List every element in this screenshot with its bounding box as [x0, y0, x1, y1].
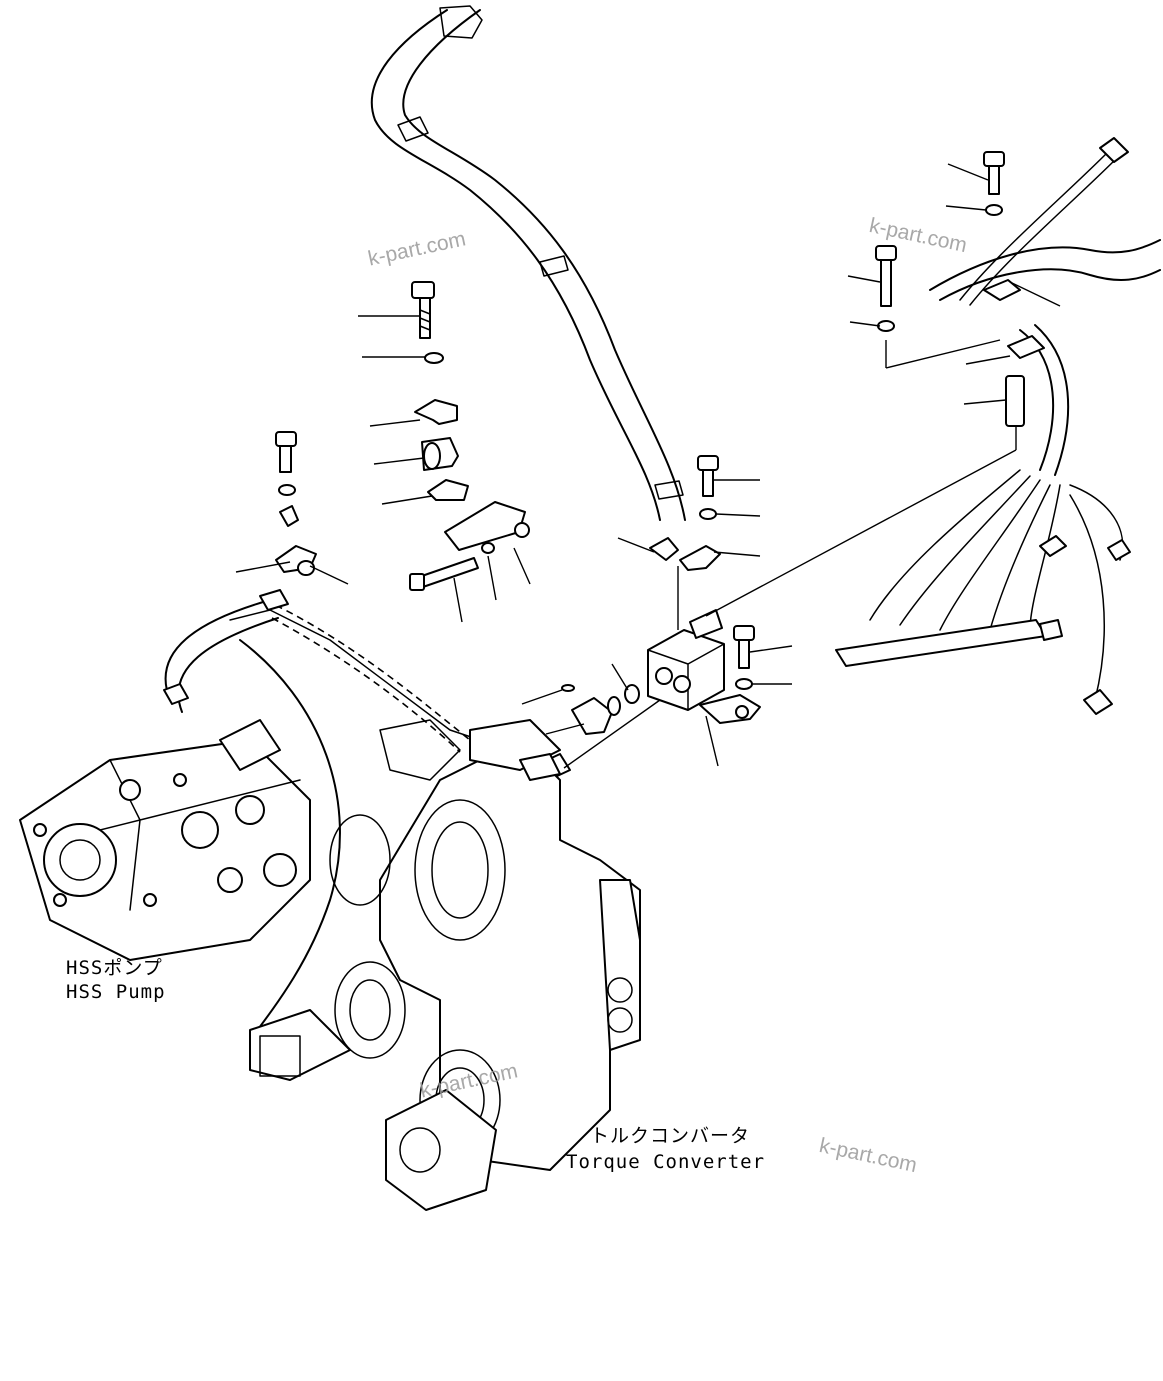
- torque-converter-label-jp: トルクコンバータ: [590, 1125, 751, 1147]
- hss-pump: [19, 719, 311, 961]
- center-valve-block: [529, 455, 761, 785]
- center-clamp-stack: [409, 281, 530, 591]
- torque-converter-label-en: Torque Converter: [566, 1151, 766, 1173]
- torque-converter: [229, 609, 641, 1211]
- hss-pump-label-jp: HSSポンプ: [66, 957, 163, 979]
- left-clamp-stack: [275, 431, 317, 576]
- right-harness: [835, 137, 1161, 715]
- upper-hose: [370, 5, 686, 521]
- hss-pump-label-en: HSS Pump: [66, 981, 166, 1003]
- leader-lines: [235, 163, 1061, 769]
